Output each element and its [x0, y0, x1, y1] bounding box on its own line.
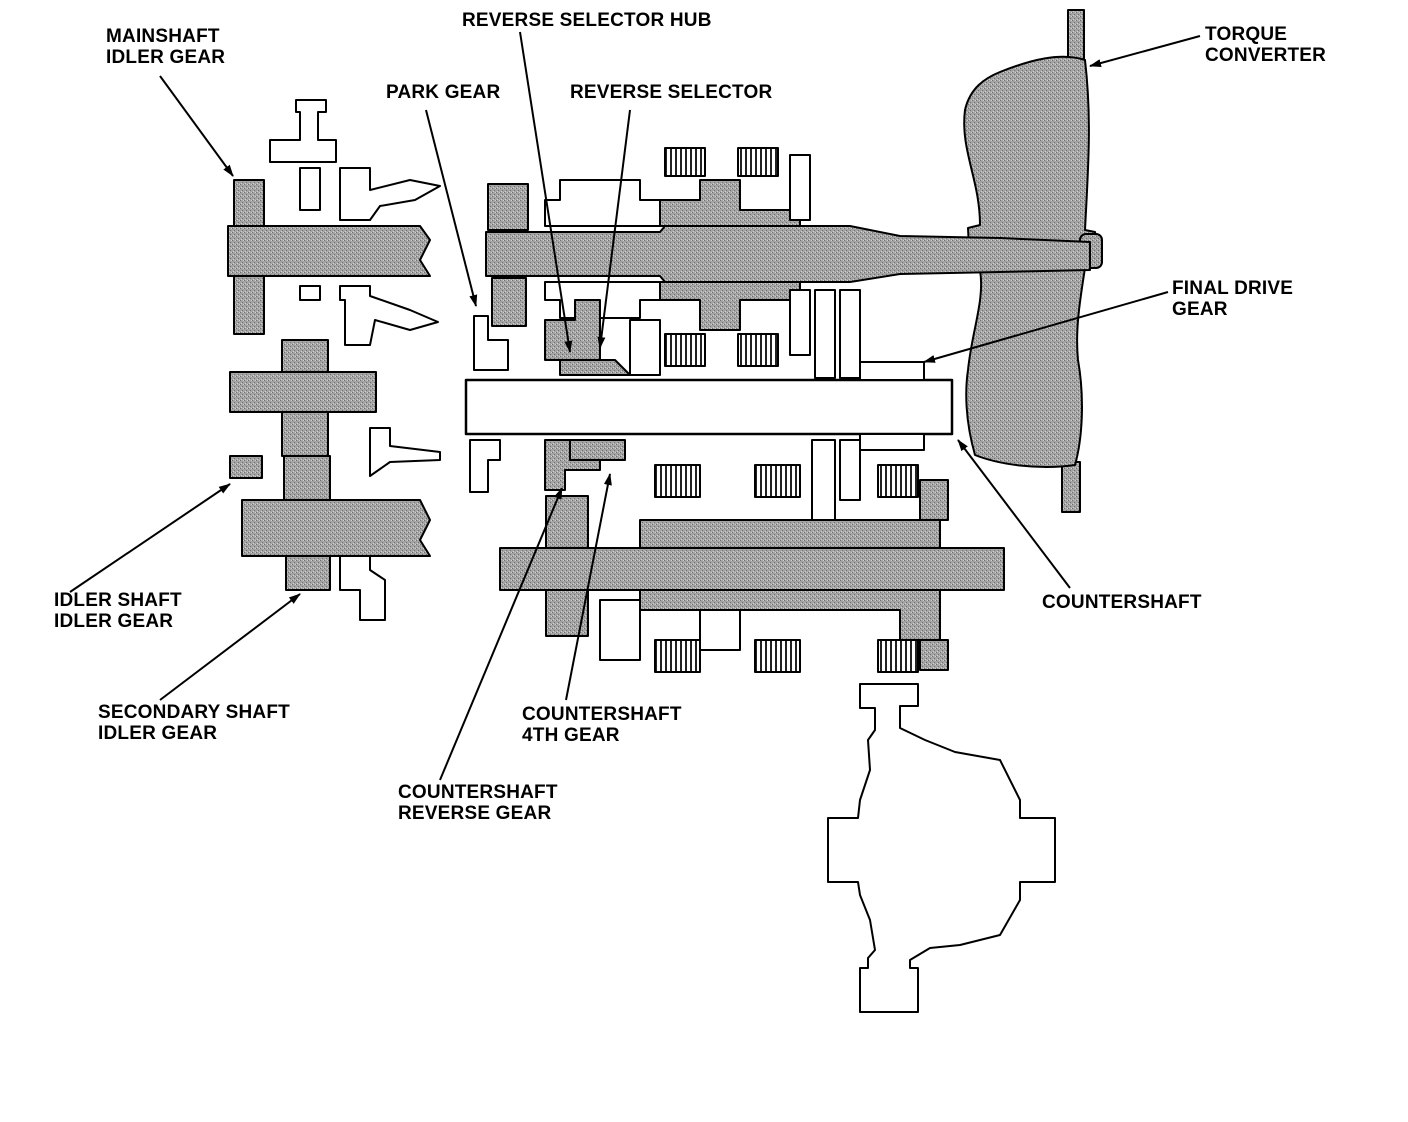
leader-idler-shaft-idler-gear [69, 483, 231, 593]
leader-park-gear [425, 109, 478, 307]
countershaft [464, 289, 954, 521]
label-reverse-selector: REVERSE SELECTOR [570, 82, 773, 103]
label-countershaft: COUNTERSHAFT [1042, 592, 1202, 613]
leader-countershaft-reverse-gear [439, 487, 563, 781]
label-park-gear: PARK GEAR [386, 82, 501, 103]
idler-assembly [227, 99, 441, 621]
leader-mainshaft-idler-gear [159, 75, 234, 177]
leader-countershaft-4th-gear [565, 473, 612, 701]
secondary-shaft [499, 479, 1005, 673]
leader-final-drive-gear [923, 291, 1169, 363]
leader-countershaft [957, 439, 1071, 589]
mainshaft [485, 147, 1091, 367]
label-reverse-selector-hub: REVERSE SELECTOR HUB [462, 10, 712, 31]
leader-reverse-selector-hub [519, 31, 573, 353]
leader-torque-converter [1089, 35, 1201, 67]
differential [827, 683, 1056, 1013]
leader-reverse-selector [597, 109, 631, 349]
leader-secondary-shaft-idler-gear [159, 593, 301, 701]
